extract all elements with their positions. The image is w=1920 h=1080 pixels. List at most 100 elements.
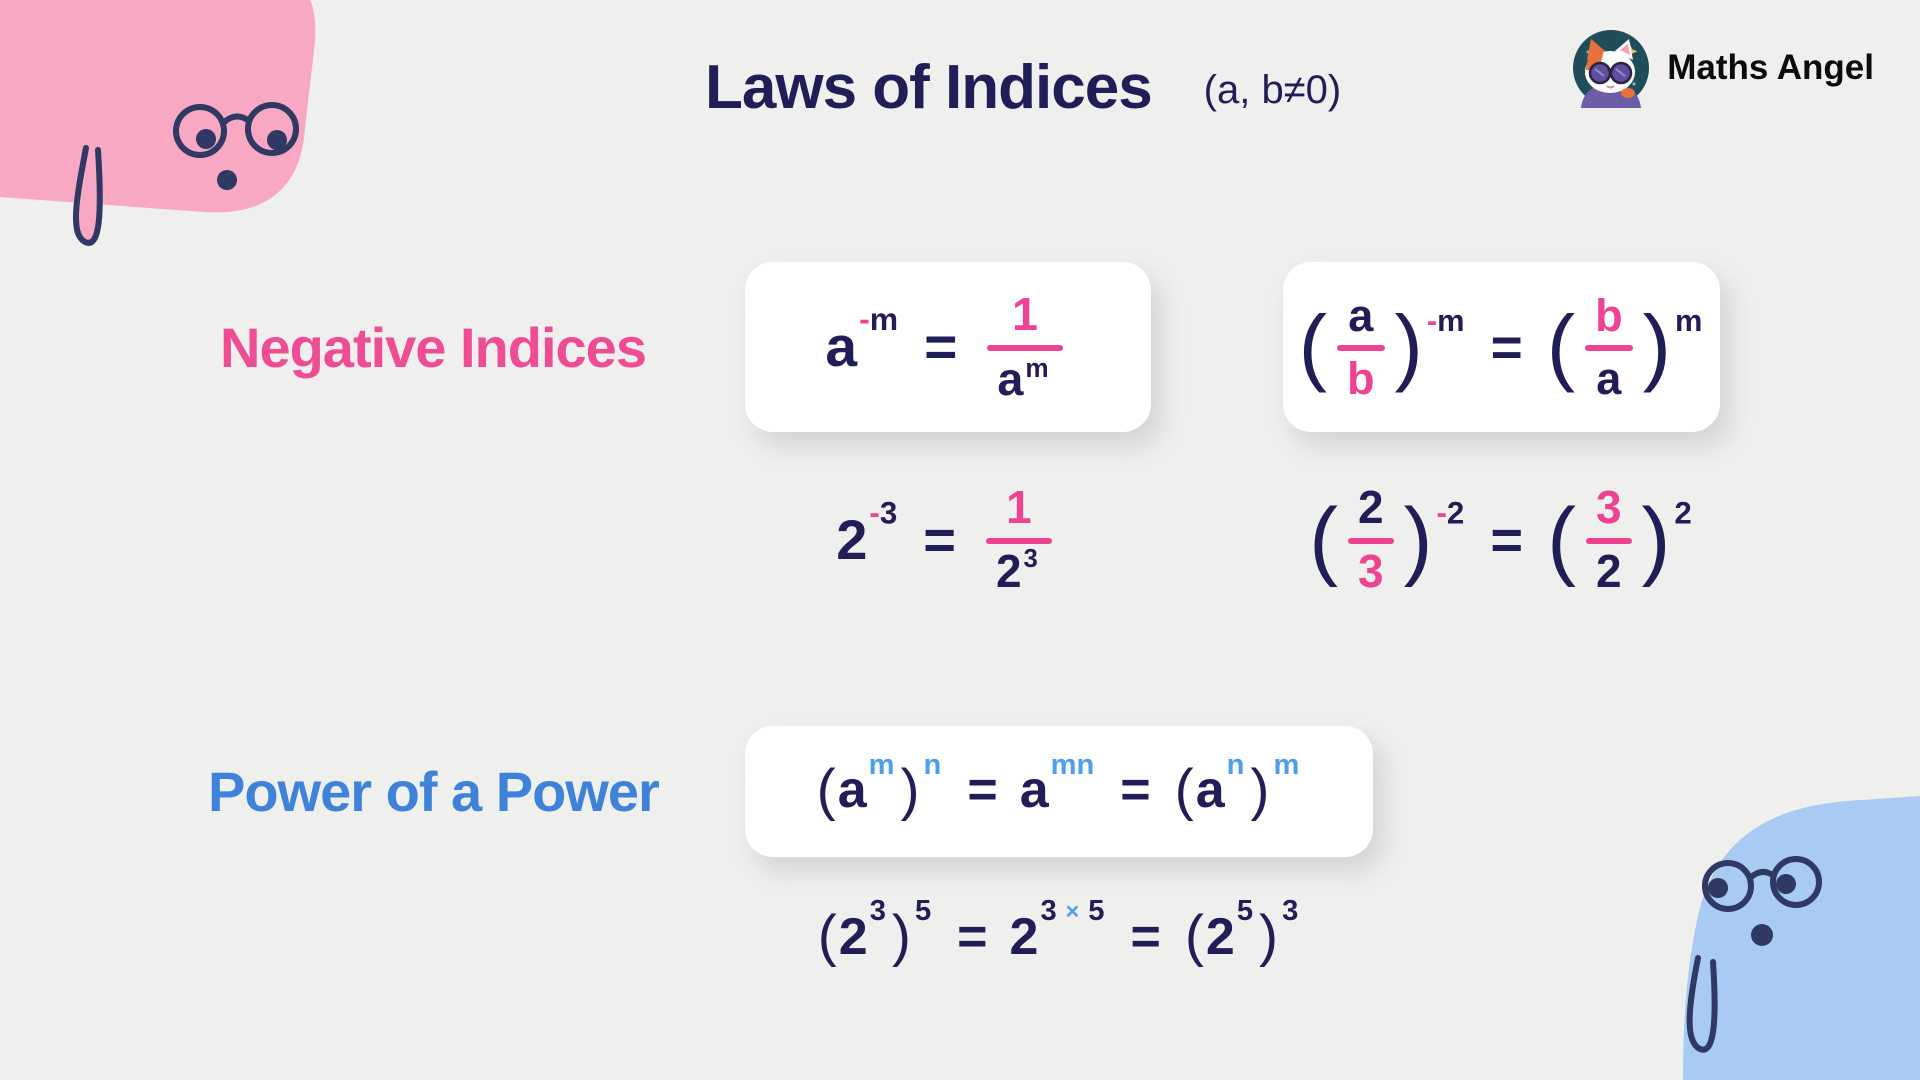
math-token: 2 [1446,495,1465,531]
math-token: 5 [1236,895,1254,928]
math-token: = [924,314,958,379]
math-exponent: 3 [1282,897,1298,926]
page-title: Laws of Indices [705,53,1153,122]
math-token: 2 [1595,545,1622,597]
math-token: × [1065,898,1080,925]
math-token: ( [1546,298,1576,394]
glasses-icon [1702,856,1822,912]
math-token: - [869,495,880,531]
fraction-bar [985,538,1052,544]
pink-blob-body [0,0,316,213]
pink-blob-arm [72,145,103,246]
math-token: 2 [1009,907,1039,966]
math-token: ) [1394,298,1423,394]
math-token: m [1273,748,1300,781]
section-label-power-of-a-power: Power of a Power [208,759,660,823]
math-token: ) [1641,490,1671,588]
math-token: = [1490,315,1523,378]
math-exponent: 3 [870,897,886,926]
math-token: ( [816,757,836,822]
math-exponent: m [1675,305,1702,336]
math-token: 2 [1674,495,1692,531]
math-token: = [923,508,956,571]
math-token: n [1226,748,1245,781]
brand-logo: Maths Angel [1571,28,1874,108]
fraction-bar [1348,538,1394,544]
math-token: ) [1259,904,1279,968]
math-token: 3 [1282,895,1299,928]
constraint-note: (a, b≠0) [1203,68,1342,112]
pink-blob-right-pupil [267,130,287,150]
math-denominator: 3 [1348,545,1394,597]
math-token: ( [1298,298,1327,394]
math-numerator: 2 [1348,484,1394,531]
math-token: 3 [1595,481,1622,534]
math-token: ( [1184,904,1204,968]
math-exponent: -3 [869,495,898,531]
fraction-bar [987,345,1063,351]
math-token: ) [891,904,911,968]
math-token: 3 [879,495,898,531]
math-token: a [1596,353,1622,404]
math-token: 3 [1358,545,1384,597]
math-exponent: 3 [1024,547,1038,573]
blue-blob-mouth [1751,924,1773,946]
pink-blob-left-pupil [196,129,216,149]
math-token: a [1195,761,1225,820]
math-token: 2 [836,508,868,571]
math-exponent: -m [859,303,898,336]
math-exponent: m [1273,748,1300,781]
blue-blob-right-pupil [1776,874,1796,894]
math-exponent: m [868,748,895,781]
math-token: a [837,761,867,820]
math-token: 3 [869,895,886,928]
maths-angel-logo-icon [1573,30,1650,108]
math-token: ) [1642,298,1672,394]
math-exponent: m [1025,354,1048,380]
math-token: m [868,748,895,781]
math-token: - [1436,495,1447,531]
math-token: = [1130,907,1161,966]
fraction-bar [1585,345,1633,351]
math-token: ( [817,904,837,968]
math-exponent: -2 [1436,495,1465,531]
pink-blob-mouth [217,170,237,190]
math-token: a [1019,761,1049,820]
math-exponent: 2 [1674,495,1692,531]
math-token: = [1120,761,1151,820]
math-token: n [923,748,942,781]
math-token: 1 [1012,288,1038,341]
math-exponent: 3×5 [1040,897,1104,926]
math-token: ) [1250,757,1270,822]
math-token: 2 [995,545,1022,597]
math-numerator: 1 [996,484,1042,531]
math-token: ) [1403,490,1433,588]
math-token: 5 [1088,895,1105,928]
math-token: 5 [914,895,932,928]
blue-blob-left-pupil [1708,878,1728,898]
fraction-bar [1585,538,1632,544]
math-denominator: a [1586,356,1631,401]
math-token: = [1490,508,1524,571]
math-token: a [825,314,858,379]
math-token: mn [1050,748,1095,781]
math-token: b [1346,353,1375,404]
math-token: 2 [1205,907,1235,966]
